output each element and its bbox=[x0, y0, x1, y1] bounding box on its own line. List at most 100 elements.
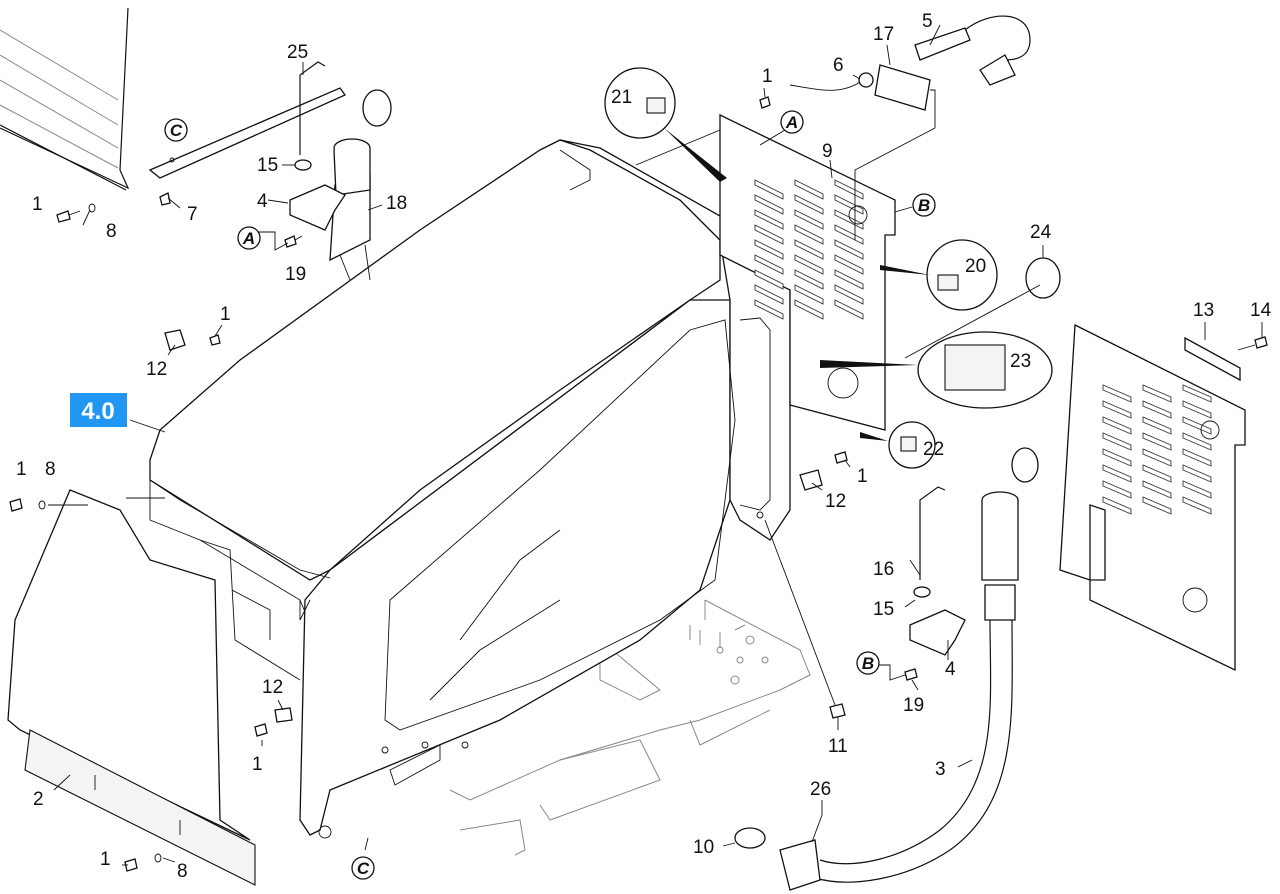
vent-slot bbox=[794, 209, 824, 230]
vent-slot bbox=[794, 224, 824, 245]
vent-slot bbox=[834, 269, 864, 290]
vent-slot bbox=[834, 254, 864, 275]
vent-slot bbox=[1102, 464, 1132, 483]
ref-letter-b-bottom: B bbox=[862, 654, 874, 673]
vent-slot bbox=[834, 284, 864, 305]
callout-1-g: 1 bbox=[857, 466, 868, 487]
vent-slot bbox=[794, 239, 824, 260]
vented-panel bbox=[719, 113, 896, 431]
callout-13: 13 bbox=[1193, 300, 1214, 321]
ref-letter-a-right: A bbox=[785, 113, 798, 132]
callout-9: 9 bbox=[822, 141, 833, 162]
top-left-panel bbox=[0, 7, 130, 191]
vent-slot bbox=[834, 239, 864, 260]
vent-slot bbox=[754, 209, 784, 230]
callout-8-a: 8 bbox=[106, 221, 117, 242]
callout-1-f: 1 bbox=[762, 66, 773, 87]
callout-1-e: 1 bbox=[100, 849, 111, 870]
vent-slot bbox=[794, 299, 824, 320]
callout-4-a: 4 bbox=[257, 191, 268, 212]
ref-letter-c-top: C bbox=[170, 121, 183, 140]
vent-slot bbox=[1142, 400, 1172, 419]
vent-slot bbox=[1102, 416, 1132, 435]
callout-16: 16 bbox=[873, 559, 894, 580]
vent-slot bbox=[1102, 480, 1132, 499]
vent-slot bbox=[1102, 432, 1132, 451]
callout-1-d: 1 bbox=[252, 754, 263, 775]
vent-slot bbox=[794, 284, 824, 305]
callout-12-c: 12 bbox=[825, 491, 846, 512]
vent-slot bbox=[754, 299, 784, 320]
vent-slot bbox=[794, 179, 824, 200]
callout-15-a: 15 bbox=[257, 155, 278, 176]
vent-slot bbox=[1182, 384, 1212, 403]
callout-10: 10 bbox=[693, 837, 714, 858]
vent-slot bbox=[1102, 448, 1132, 467]
callout-3: 3 bbox=[935, 759, 946, 780]
front-left-panel bbox=[7, 489, 256, 886]
vent-slot bbox=[754, 269, 784, 290]
part-callouts: 25 1 8 7 15 4 18 19 1 12 1 8 12 1 2 1 8 … bbox=[16, 11, 1272, 882]
vent-slot bbox=[1142, 464, 1172, 483]
reference-letters: C A A B B C bbox=[164, 110, 936, 880]
base-frame bbox=[449, 599, 811, 856]
ref-letter-c-bottom: C bbox=[357, 859, 370, 878]
vent-slot bbox=[1182, 448, 1212, 467]
vent-slot bbox=[1182, 416, 1212, 435]
callout-8-b: 8 bbox=[45, 459, 56, 480]
vent-slot bbox=[834, 194, 864, 215]
bracket-lower bbox=[909, 486, 966, 656]
vent-slot bbox=[794, 254, 824, 275]
vent-slot bbox=[1102, 496, 1132, 515]
vent-slot bbox=[834, 224, 864, 245]
callout-7: 7 bbox=[187, 204, 198, 225]
callout-1-b: 1 bbox=[220, 304, 231, 325]
bracket-upper bbox=[289, 61, 346, 231]
vent-slot bbox=[794, 269, 824, 290]
callout-26: 26 bbox=[810, 779, 831, 800]
callout-17: 17 bbox=[873, 24, 894, 45]
vent-slot bbox=[754, 194, 784, 215]
vent-slot bbox=[834, 179, 864, 200]
vent-slot bbox=[1182, 400, 1212, 419]
vent-slot bbox=[754, 224, 784, 245]
callout-14: 14 bbox=[1250, 300, 1272, 321]
vent-slot bbox=[794, 194, 824, 215]
leader-lines bbox=[48, 24, 1263, 866]
callout-11: 11 bbox=[828, 736, 848, 757]
bracket-strip bbox=[148, 87, 346, 179]
callout-19-a: 19 bbox=[285, 264, 306, 285]
vent-slot bbox=[1142, 448, 1172, 467]
callout-5: 5 bbox=[922, 11, 933, 32]
callout-19-b: 19 bbox=[903, 695, 924, 716]
vent-slot bbox=[1182, 464, 1212, 483]
hardware-items bbox=[9, 67, 1268, 872]
vent-slot bbox=[1142, 432, 1172, 451]
ref-letter-b-top: B bbox=[918, 196, 930, 215]
vent-slot bbox=[754, 239, 784, 260]
vent-slot bbox=[1142, 384, 1172, 403]
vent-slot bbox=[1102, 384, 1132, 403]
hose-bottom bbox=[734, 447, 1039, 891]
callout-21: 21 bbox=[611, 87, 632, 108]
vent-slot bbox=[754, 179, 784, 200]
callout-12-b: 12 bbox=[262, 677, 283, 698]
vent-slot bbox=[1142, 480, 1172, 499]
callout-25: 25 bbox=[287, 42, 308, 63]
vent-slot bbox=[834, 209, 864, 230]
callout-22: 22 bbox=[923, 439, 944, 460]
section-badge: 4.0 bbox=[70, 393, 127, 427]
callout-1-a: 1 bbox=[32, 194, 43, 215]
vent-slot bbox=[754, 284, 784, 305]
vent-slot bbox=[1182, 496, 1212, 515]
callout-23: 23 bbox=[1010, 351, 1031, 372]
vent-slot bbox=[1142, 416, 1172, 435]
callout-12-a: 12 bbox=[146, 359, 167, 380]
electrical-cord bbox=[789, 15, 1031, 111]
callout-8-c: 8 bbox=[177, 861, 188, 882]
vent-slot bbox=[1142, 496, 1172, 515]
callout-20: 20 bbox=[965, 256, 986, 277]
callout-2: 2 bbox=[33, 789, 44, 810]
callout-6: 6 bbox=[833, 55, 844, 76]
